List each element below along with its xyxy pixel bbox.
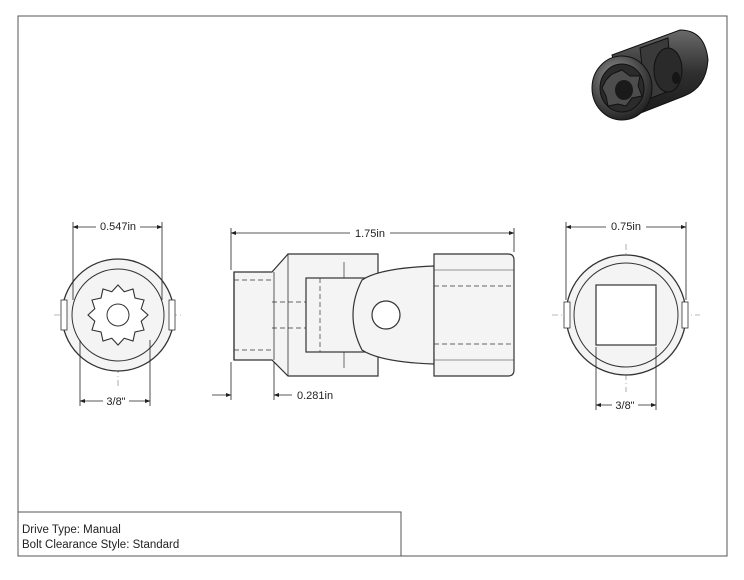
left-end-view (54, 258, 184, 388)
isometric-view (591, 29, 709, 121)
dim-left-drive: 3/8" (106, 396, 125, 408)
dim-right-drive: 3/8" (615, 400, 634, 412)
side-view (233, 253, 515, 377)
dim-left-width: 0.547in (100, 221, 136, 233)
dim-side-offset: 0.281in (297, 390, 333, 402)
dim-side-length: 1.75in (355, 228, 385, 240)
title-block-box (17, 511, 402, 557)
note-drive-type: Drive Type: Manual (22, 524, 121, 536)
dim-right-width: 0.75in (611, 221, 641, 233)
note-bolt-clearance: Bolt Clearance Style: Standard (22, 539, 180, 551)
right-end-view (552, 244, 700, 392)
